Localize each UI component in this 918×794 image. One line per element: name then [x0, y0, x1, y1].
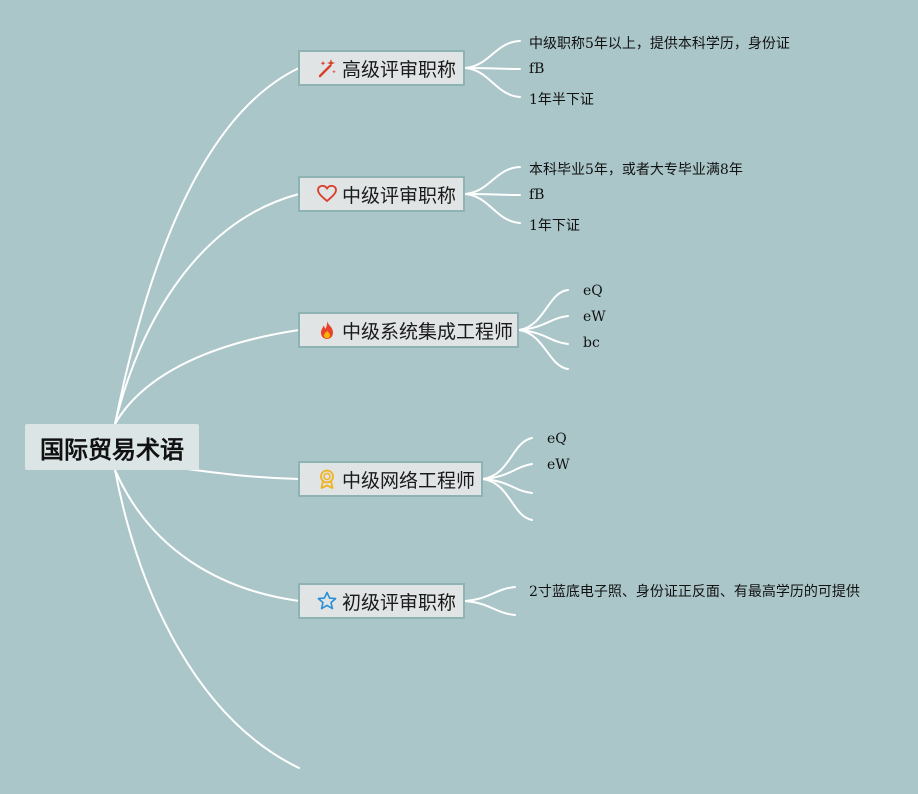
magic-wand-icon [316, 57, 338, 79]
connector-root-empty [114, 469, 300, 769]
detail-item[interactable]: fB [529, 187, 545, 203]
branch-label: 中级系统集成工程师 [342, 320, 514, 343]
connector-b4-d2 [482, 463, 533, 480]
branch-node-junior-title[interactable]: 初级评审职称 [298, 583, 465, 619]
star-icon [316, 590, 338, 612]
connector-root-branch-3 [114, 329, 300, 425]
detail-item[interactable]: eQ [583, 283, 603, 299]
detail-item[interactable]: bc [583, 335, 600, 351]
branch-node-system-integration-engineer[interactable]: 中级系统集成工程师 [298, 312, 519, 348]
connector-root-branch-2 [114, 193, 300, 425]
connector-b3-d2 [518, 315, 569, 331]
connector-b3-d1 [518, 289, 569, 331]
fire-icon [316, 319, 338, 341]
branch-node-intermediate-title[interactable]: 中级评审职称 [298, 176, 465, 212]
branch-label: 中级评审职称 [342, 184, 457, 207]
detail-item[interactable]: eW [583, 309, 606, 325]
connector-b1-d1 [464, 40, 521, 69]
root-node[interactable]: 国际贸易术语 [25, 424, 199, 470]
heart-icon [316, 183, 338, 205]
connector-b5-d2 [464, 600, 516, 616]
connector-b5-d1 [464, 586, 516, 602]
detail-item[interactable]: eQ [547, 431, 567, 447]
detail-item[interactable]: eW [547, 457, 570, 473]
detail-item[interactable]: 1年半下证 [529, 92, 594, 108]
detail-item[interactable]: 本科毕业5年，或者大专毕业满8年 [529, 162, 743, 178]
award-medal-icon [316, 468, 338, 490]
detail-item[interactable]: fB [529, 61, 545, 77]
connector-b2-d1 [464, 166, 521, 195]
connector-b4-d1 [482, 437, 533, 480]
connector-b1-d3 [464, 67, 521, 98]
branch-node-senior-title[interactable]: 高级评审职称 [298, 50, 465, 86]
branch-node-network-engineer[interactable]: 中级网络工程师 [298, 461, 483, 497]
detail-item[interactable]: 2寸蓝底电子照、身份证正反面、有最高学历的可提供 [529, 584, 860, 600]
detail-item[interactable]: 1年下证 [529, 218, 580, 234]
branch-label: 中级网络工程师 [342, 469, 476, 492]
detail-item[interactable]: 中级职称5年以上，提供本科学历，身份证 [529, 36, 790, 52]
branch-label: 初级评审职称 [342, 591, 457, 614]
connector-b4-d4 [482, 478, 533, 521]
branch-label: 高级评审职称 [342, 58, 457, 81]
connector-root-branch-1 [114, 67, 300, 425]
connector-b3-d4 [518, 329, 569, 370]
connector-b2-d3 [464, 193, 521, 224]
connector-root-branch-4 [179, 467, 300, 480]
connector-root-branch-5 [114, 469, 300, 602]
